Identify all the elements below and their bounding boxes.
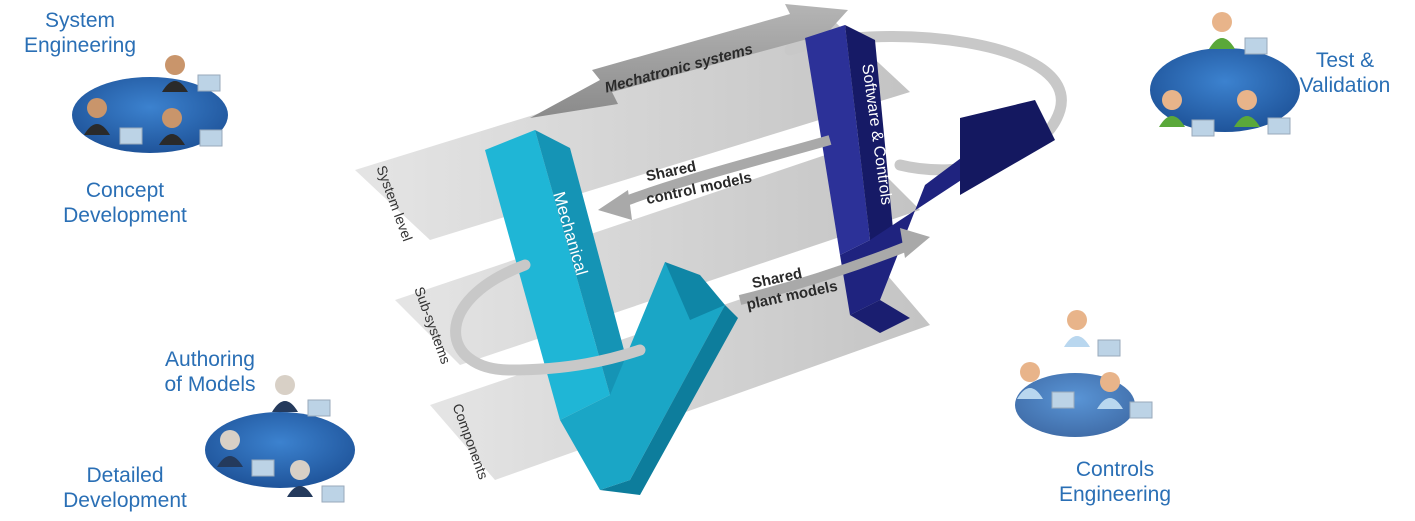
- mechatronic-systems-arrow: [530, 4, 848, 118]
- detailed-development-label: Detailed Development: [63, 464, 187, 512]
- team-test-validation: [1150, 12, 1300, 137]
- band-sub-systems: [395, 145, 920, 365]
- team-system-engineering: [72, 55, 228, 153]
- mechanical-vee: [485, 130, 738, 495]
- system-engineering-label: System Engineering: [23, 9, 137, 57]
- people-at-computers-icon: [84, 55, 223, 147]
- authoring-of-models-label: Authoring of Models: [164, 348, 256, 396]
- shared-plant-arrowhead: [900, 228, 930, 258]
- team-detailed-development: [205, 375, 355, 503]
- team-controls-engineering: [1015, 310, 1153, 437]
- test-validation-label: Test & Validation: [1299, 49, 1391, 97]
- band-system-level: [355, 22, 910, 240]
- people-at-computers-icon: [1159, 12, 1291, 137]
- shared-plant-models-arrow: [738, 240, 912, 305]
- mechanical-loop-arrow: [450, 259, 646, 376]
- controls-engineering-label: Controls Engineering: [1058, 458, 1172, 506]
- concept-development-label: Concept Development: [63, 179, 187, 227]
- software-controls-vee: [805, 25, 1055, 333]
- shared-control-models-arrow: [613, 135, 832, 210]
- people-at-computers-icon: [217, 375, 345, 503]
- people-at-computers-icon: [1017, 310, 1153, 419]
- shared-control-arrowhead: [598, 190, 632, 220]
